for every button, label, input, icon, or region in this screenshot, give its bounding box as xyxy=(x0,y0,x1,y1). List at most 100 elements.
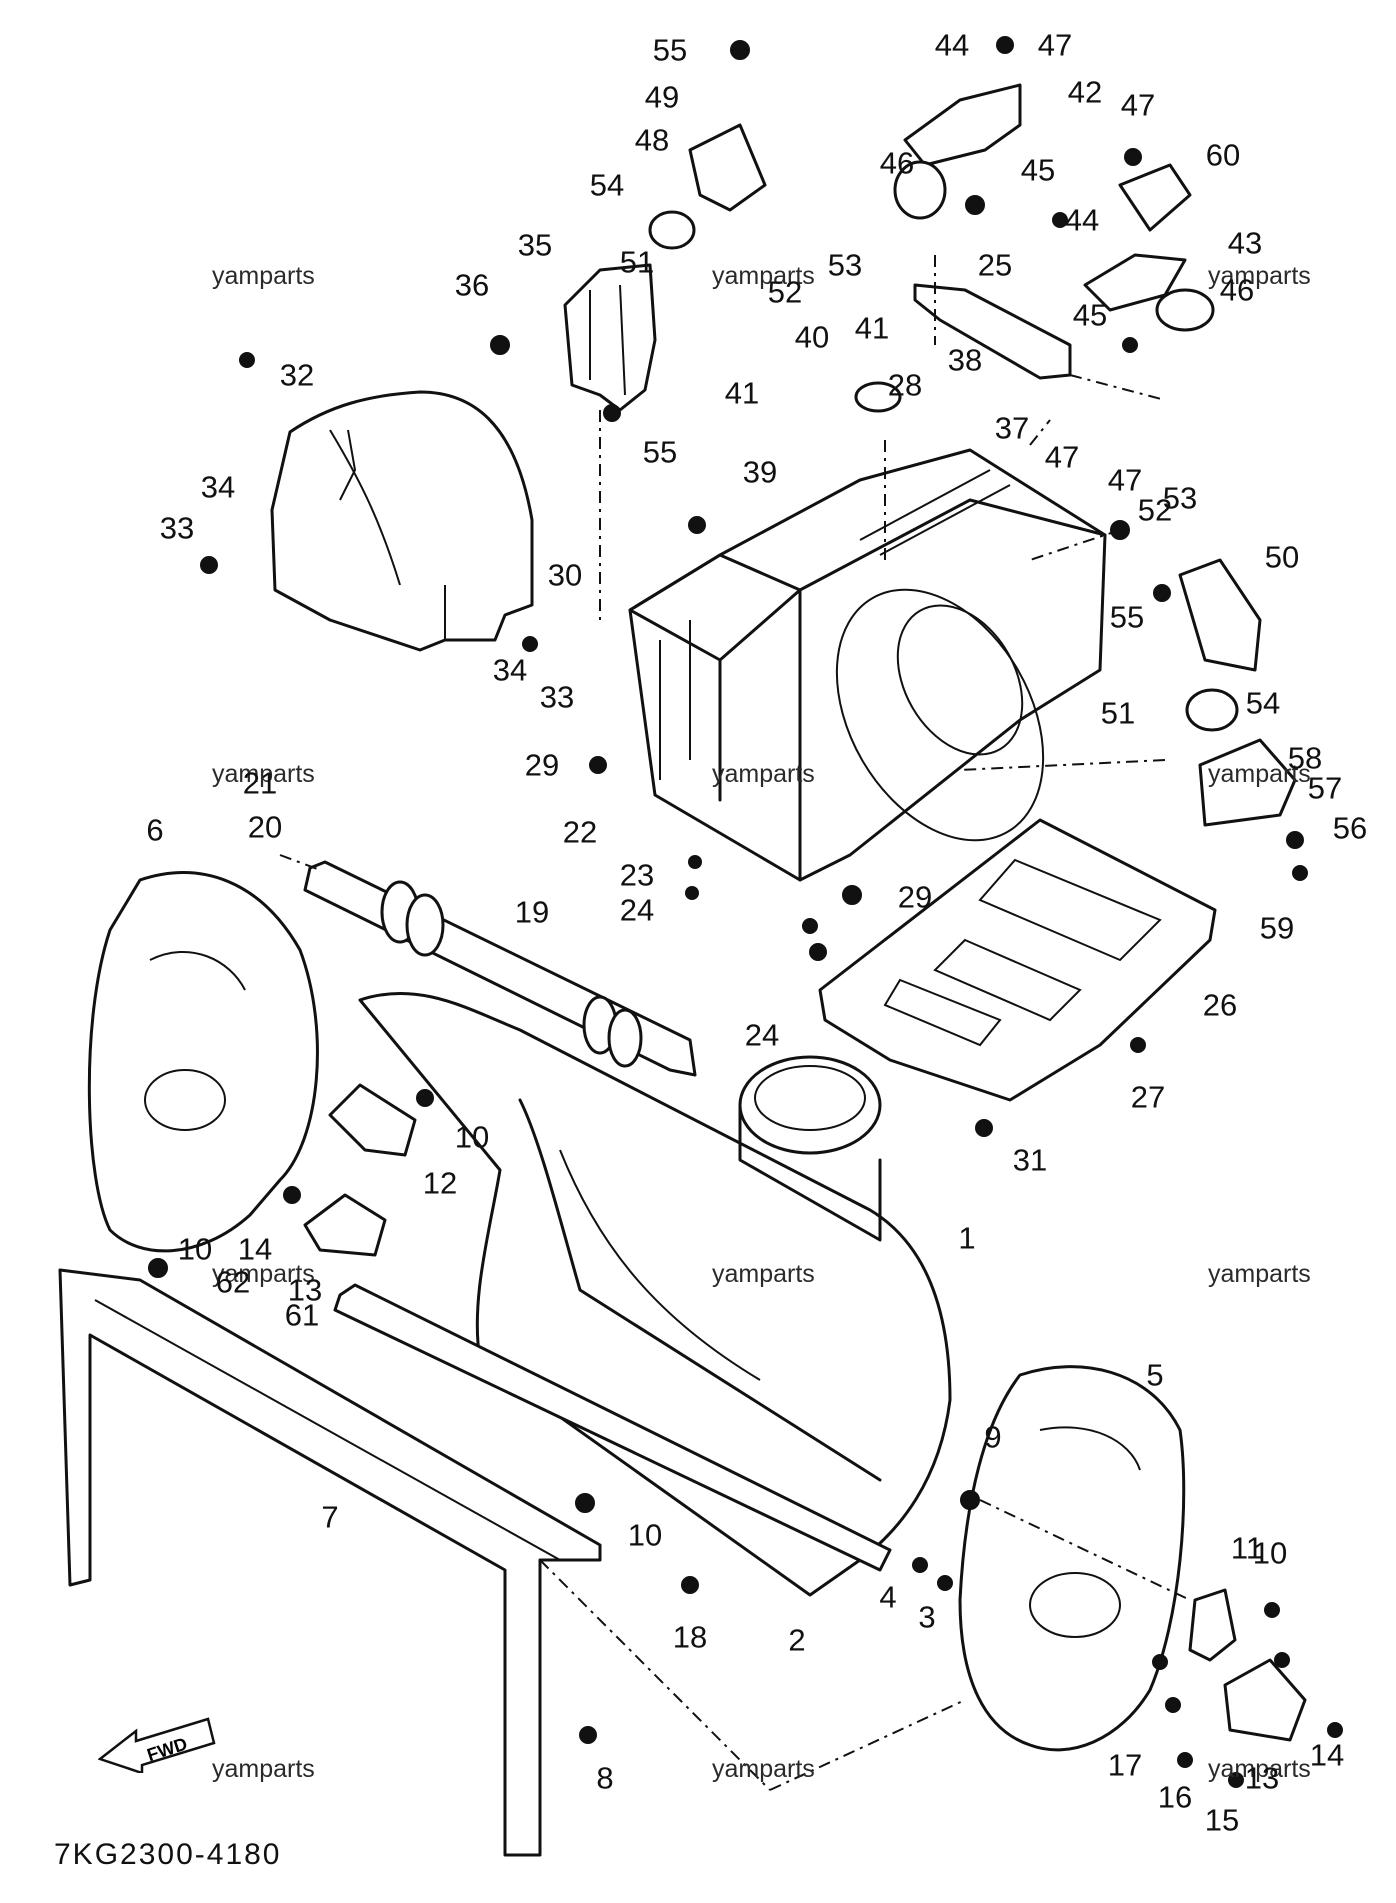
watermark: yamparts xyxy=(712,262,815,290)
callout-number: 13 xyxy=(287,1272,323,1308)
bracket-part xyxy=(563,263,657,412)
callout-number: 7 xyxy=(321,1499,339,1535)
callout-number: 8 xyxy=(596,1760,614,1796)
callout-number: 52 xyxy=(767,274,803,310)
callout-number: 55 xyxy=(642,434,678,470)
side-plate-left-part xyxy=(87,871,319,1253)
watermark: yamparts xyxy=(1208,262,1311,290)
cap-part xyxy=(854,381,902,413)
bracket-part xyxy=(1118,163,1192,232)
callout-number: 46 xyxy=(1219,272,1255,308)
callout-number: 22 xyxy=(562,814,598,850)
watermark: yamparts xyxy=(212,1260,315,1288)
callout-number: 56 xyxy=(1332,810,1368,846)
callout-number: 53 xyxy=(1162,480,1198,516)
diagram-code: 7KG2300-4180 xyxy=(54,1838,282,1871)
callout-number: 47 xyxy=(1037,27,1073,63)
callout-number: 25 xyxy=(977,247,1013,283)
callout-number: 47 xyxy=(1107,462,1143,498)
callout-number: 10 xyxy=(627,1517,663,1553)
callout-number: 51 xyxy=(619,244,655,280)
fasteners xyxy=(148,36,1343,1788)
callout-number: 30 xyxy=(547,557,583,593)
callout-number: 50 xyxy=(1264,539,1300,575)
callout-number: 33 xyxy=(159,510,195,546)
watermark: yamparts xyxy=(1208,760,1311,788)
callout-number: 47 xyxy=(1044,439,1080,475)
callout-number: 44 xyxy=(1064,202,1100,238)
callout-number: 33 xyxy=(539,679,575,715)
bracket-part xyxy=(688,123,767,212)
callout-number: 48 xyxy=(634,122,670,158)
bracket-part xyxy=(903,83,1022,167)
callout-number: 18 xyxy=(672,1619,708,1655)
callout-number: 59 xyxy=(1259,910,1295,946)
callout-number: 41 xyxy=(724,375,760,411)
rubber-mount-part xyxy=(1155,288,1215,332)
callout-number: 52 xyxy=(1137,492,1173,528)
watermark: yamparts xyxy=(212,262,315,290)
callout-number: 10 xyxy=(177,1231,213,1267)
callout-number: 10 xyxy=(454,1119,490,1155)
callout-number: 55 xyxy=(652,32,688,68)
housing-plate-part xyxy=(58,1268,602,1857)
callout-number: 46 xyxy=(879,145,915,181)
callout-number: 39 xyxy=(742,454,778,490)
callout-number: 23 xyxy=(619,857,655,893)
bracket-part xyxy=(1083,253,1187,312)
callout-number: 62 xyxy=(215,1264,251,1300)
callout-number: 34 xyxy=(492,652,528,688)
callout-number: 13 xyxy=(1244,1760,1280,1796)
bracket-part xyxy=(328,1083,417,1157)
callout-number: 4 xyxy=(879,1579,897,1615)
bottom-cover-part xyxy=(818,818,1217,1102)
plate-part xyxy=(913,283,1072,380)
callout-number: 57 xyxy=(1307,770,1343,806)
callout-number: 53 xyxy=(827,247,863,283)
forward-direction-arrow: FWD xyxy=(98,1717,216,1773)
callout-number: 37 xyxy=(994,410,1030,446)
callout-number: 38 xyxy=(947,342,983,378)
assembly-lines xyxy=(279,255,1191,1791)
watermark: yamparts xyxy=(212,760,315,788)
callout-number: 16 xyxy=(1157,1779,1193,1815)
watermark: yamparts xyxy=(712,1260,815,1288)
callout-number: 17 xyxy=(1107,1747,1143,1783)
callout-number: 28 xyxy=(887,367,923,403)
callout-number: 20 xyxy=(247,809,283,845)
rubber-mount-part xyxy=(648,210,696,250)
rubber-mount-part xyxy=(893,160,947,220)
auger-housing-part xyxy=(358,991,952,1597)
callout-number: 29 xyxy=(897,879,933,915)
callout-number: 26 xyxy=(1202,987,1238,1023)
callout-number: 54 xyxy=(1245,685,1281,721)
watermark: yamparts xyxy=(712,760,815,788)
callout-number: 14 xyxy=(237,1231,273,1267)
callout-number: 9 xyxy=(984,1419,1002,1455)
callout-number: 21 xyxy=(242,765,278,801)
callout-number: 41 xyxy=(854,310,890,346)
side-plate-right-part xyxy=(958,1365,1186,1752)
rubber-mount-part xyxy=(1185,688,1239,732)
watermark: yamparts xyxy=(212,1755,315,1783)
callout-number: 55 xyxy=(1109,599,1145,635)
auger-shaft-part xyxy=(303,860,697,1077)
scraper-bar-part xyxy=(333,1283,892,1572)
callout-number: 11 xyxy=(1230,1530,1264,1566)
callout-number: 45 xyxy=(1072,297,1108,333)
callout-number: 58 xyxy=(1287,740,1323,776)
callout-number: 54 xyxy=(589,167,625,203)
bracket-part xyxy=(1188,1588,1237,1662)
callout-number: 1 xyxy=(958,1220,976,1256)
callout-number: 6 xyxy=(146,812,164,848)
bracket-part xyxy=(303,1193,387,1257)
callout-number: 24 xyxy=(619,892,655,928)
frame-part xyxy=(628,448,1107,882)
callout-number: 5 xyxy=(1146,1357,1164,1393)
watermark: yamparts xyxy=(1208,1755,1311,1783)
callout-number: 29 xyxy=(524,747,560,783)
callout-number: 60 xyxy=(1205,137,1241,173)
callout-number: 45 xyxy=(1020,152,1056,188)
callout-number: 27 xyxy=(1130,1079,1166,1115)
